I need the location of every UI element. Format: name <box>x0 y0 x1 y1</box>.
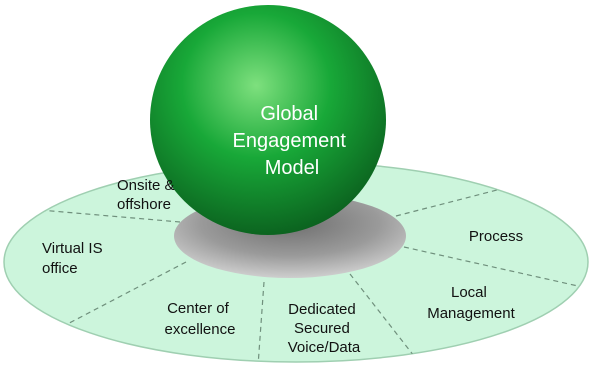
divider-process-top <box>395 181 529 217</box>
segment-onsite-line-1: Onsite & <box>117 177 175 194</box>
segment-onsite-line-2: offshore <box>117 196 171 213</box>
segment-process-line-1: Process <box>469 228 523 245</box>
divider-local-process <box>403 246 579 287</box>
segment-center-line-1: Center of <box>167 300 230 317</box>
segment-local-line-2: Management <box>427 305 515 322</box>
segment-local-management: Local Management <box>427 284 515 322</box>
segment-virtual-line-2: office <box>42 260 78 277</box>
divider-virtual-center <box>55 261 187 331</box>
segment-virtual-is-office: Virtual IS office <box>42 240 107 277</box>
segment-center-of-excellence: Center of excellence <box>165 300 236 338</box>
segment-dedicated-line-2: Secured <box>294 320 350 337</box>
segment-dedicated-line-3: Voice/Data <box>288 339 361 356</box>
segment-local-line-1: Local <box>451 284 487 301</box>
center-title-line-1: Global <box>260 103 318 125</box>
segment-dedicated-voice-data: Dedicated Secured Voice/Data <box>288 301 361 356</box>
center-title-line-2: Engagement <box>233 130 347 152</box>
segment-center-line-2: excellence <box>165 321 236 338</box>
segment-onsite-offshore: Onsite & offshore <box>117 177 179 213</box>
divider-onsite-virtual <box>39 209 181 223</box>
segment-virtual-line-1: Virtual IS <box>42 240 103 257</box>
global-engagement-sphere <box>150 5 386 235</box>
center-title-line-3: Model <box>265 157 319 179</box>
segment-process: Process <box>469 228 523 245</box>
segment-dedicated-line-1: Dedicated <box>288 301 356 318</box>
center-title: Global Engagement Model <box>233 103 352 179</box>
